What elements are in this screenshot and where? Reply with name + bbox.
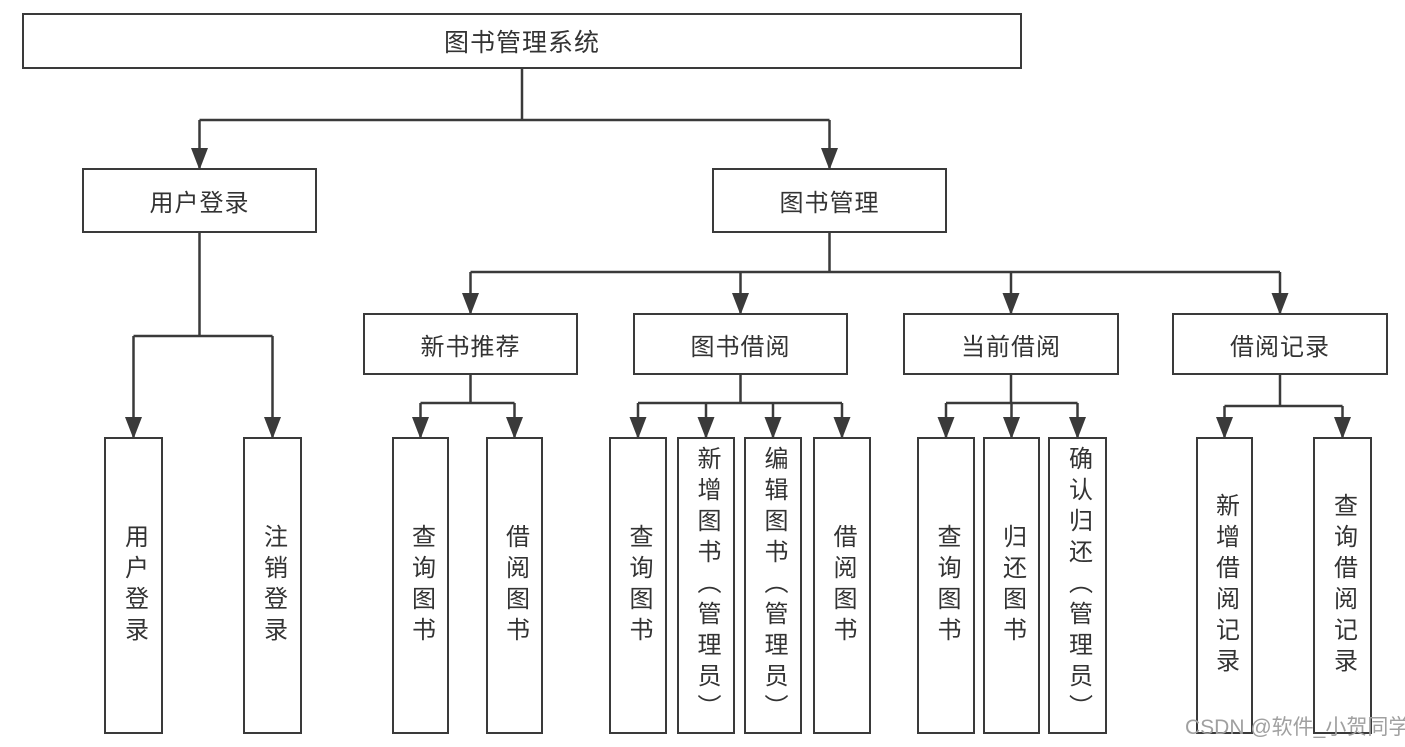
node-current-borrowing: 当前借阅 — [903, 313, 1119, 375]
leaf-label: 借阅图书 — [829, 523, 856, 648]
leaf-label: 用户登录 — [120, 523, 148, 648]
leaf-label: 编辑图书（管理员） — [760, 446, 787, 725]
leaf-label: 借阅图书 — [501, 523, 529, 648]
node-leaf-return-books: 归还图书 — [983, 437, 1040, 734]
node-new-book-recommendation: 新书推荐 — [363, 313, 578, 375]
node-leaf-query-books-borrowing: 查询图书 — [609, 437, 667, 734]
leaf-label: 确认归还（管理员） — [1064, 446, 1092, 725]
leaf-label: 查询图书 — [625, 523, 652, 648]
node-leaf-query-books-current: 查询图书 — [917, 437, 975, 734]
node-leaf-borrow-books: 借阅图书 — [813, 437, 871, 734]
leaf-label: 查询借阅记录 — [1329, 492, 1357, 679]
leaf-label: 新增借阅记录 — [1211, 492, 1239, 679]
leaf-label: 新增图书（管理员） — [693, 446, 720, 725]
leaf-label: 注销登录 — [259, 523, 287, 648]
node-book-management: 图书管理 — [712, 168, 947, 233]
leaf-label: 归还图书 — [998, 523, 1026, 648]
node-leaf-add-borrow-record: 新增借阅记录 — [1196, 437, 1253, 734]
node-book-borrowing: 图书借阅 — [633, 313, 848, 375]
node-leaf-confirm-return-admin: 确认归还（管理员） — [1048, 437, 1107, 734]
node-leaf-borrow-books-recommend: 借阅图书 — [486, 437, 543, 734]
node-leaf-query-books-recommend: 查询图书 — [392, 437, 449, 734]
node-leaf-query-borrow-record: 查询借阅记录 — [1313, 437, 1372, 734]
node-leaf-logout: 注销登录 — [243, 437, 302, 734]
node-leaf-user-login: 用户登录 — [104, 437, 163, 734]
node-user-login: 用户登录 — [82, 168, 317, 233]
csdn-watermark: CSDN @软件_小贺同学 — [1185, 716, 1405, 739]
node-leaf-add-books-admin: 新增图书（管理员） — [677, 437, 735, 734]
node-library-management-system: 图书管理系统 — [22, 13, 1022, 69]
leaf-label: 查询图书 — [933, 523, 960, 648]
leaf-label: 查询图书 — [407, 523, 435, 648]
node-leaf-edit-books-admin: 编辑图书（管理员） — [744, 437, 802, 734]
node-borrowing-records: 借阅记录 — [1172, 313, 1388, 375]
